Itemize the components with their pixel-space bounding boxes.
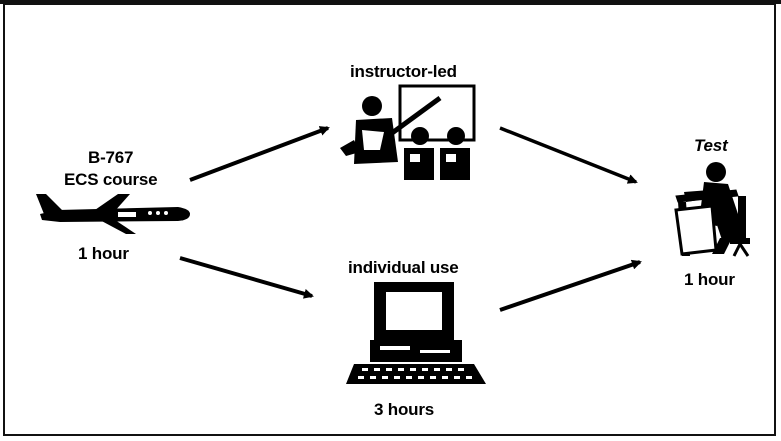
course-title-line2: ECS course (64, 170, 158, 189)
course-title-line1: B-767 (88, 148, 134, 167)
student-at-desk-icon (674, 162, 750, 257)
individual-duration: 3 hours (374, 400, 435, 419)
arrow-individual-to-test (499, 259, 642, 312)
airplane-icon (36, 194, 190, 234)
arrow-instructor-to-test (499, 126, 638, 184)
scan-edge (0, 0, 781, 4)
computer-icon (346, 282, 486, 384)
test-label: Test (694, 136, 728, 155)
individual-use-label: individual use (348, 258, 459, 277)
arrow-course-to-instructor (189, 126, 330, 182)
course-duration: 1 hour (78, 244, 129, 263)
instructor-led-label: instructor-led (350, 62, 457, 81)
classroom-icon (340, 84, 476, 180)
diagram-frame (3, 3, 776, 436)
test-duration: 1 hour (684, 270, 735, 289)
arrow-course-to-individual (179, 256, 314, 299)
